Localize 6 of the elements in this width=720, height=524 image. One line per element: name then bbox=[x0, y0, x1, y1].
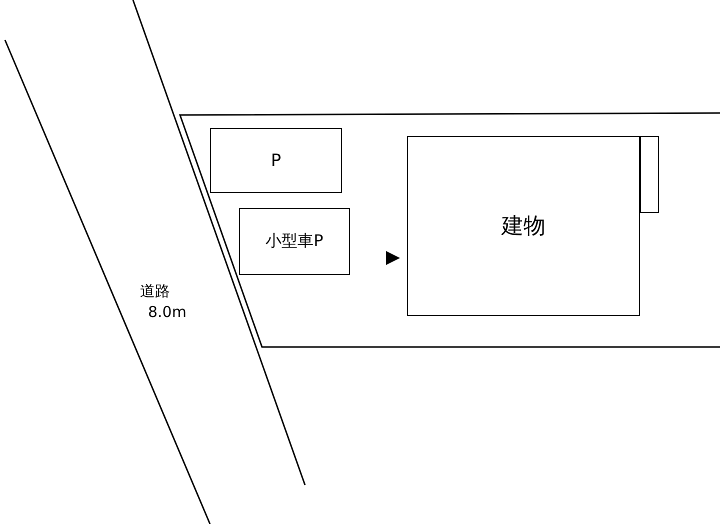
building-block: 建物 bbox=[407, 136, 640, 316]
road-label: 道路 bbox=[140, 282, 170, 301]
parking-area: P bbox=[210, 128, 342, 193]
road-label: 8.0m bbox=[148, 303, 186, 321]
parking-area: 小型車P bbox=[239, 208, 350, 275]
annex-block bbox=[640, 136, 659, 213]
